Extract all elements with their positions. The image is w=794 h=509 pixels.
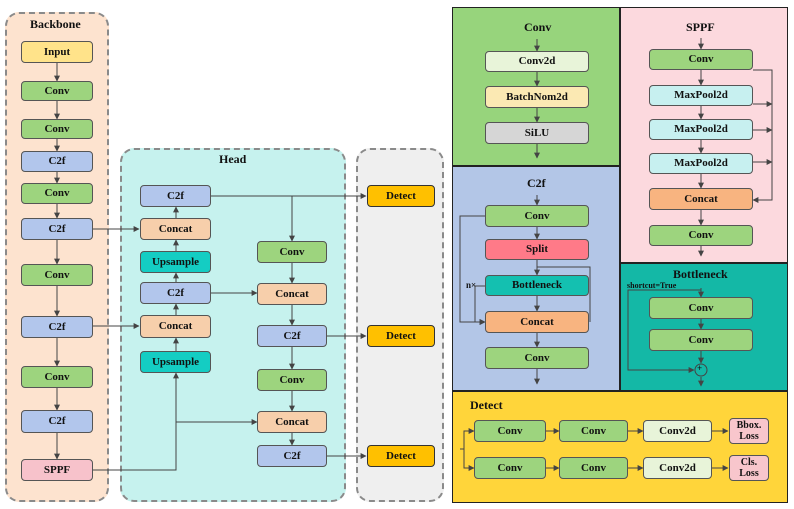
detect-module-cls-loss: Cls. Loss [729,455,769,481]
conv-module-batchnorm: BatchNom2d [485,86,589,108]
backbone-conv-2: Conv [21,119,93,139]
bottleneck-conv-2: Conv [649,329,753,351]
c2f-module-title: C2f [527,176,546,190]
bottleneck-conv-1: Conv [649,297,753,319]
head-c2f-mid: C2f [140,282,211,304]
c2f-module-conv-in: Conv [485,205,589,227]
head-concat-upper: Concat [140,218,211,240]
detect-module-row2-conv-1: Conv [474,457,546,479]
c2f-module-bottleneck: Bottleneck [485,275,589,296]
conv-module-silu: SiLU [485,122,589,144]
backbone-c2f-2: C2f [21,218,93,240]
backbone-title: Backbone [30,17,81,31]
conv-module-conv2d: Conv2d [485,51,589,72]
bottleneck-module-title: Bottleneck [673,267,728,281]
head-c2f-right-mid: C2f [257,325,327,347]
bottleneck-shortcut-label: shortcut=True [627,281,677,290]
detect-module-panel [452,391,788,503]
head-concat-right-lower: Concat [257,411,327,433]
sppf-module-maxpool-2: MaxPool2d [649,119,753,140]
backbone-conv-4: Conv [21,264,93,286]
detect-output-small: Detect [367,445,435,467]
c2f-module-concat: Concat [485,311,589,333]
head-c2f-right-bottom: C2f [257,445,327,467]
head-conv-upper: Conv [257,241,327,263]
detect-output-medium: Detect [367,325,435,347]
backbone-c2f-3: C2f [21,316,93,338]
head-conv-lower: Conv [257,369,327,391]
detect-module-row1-conv2d: Conv2d [643,420,712,442]
sppf-module-maxpool-1: MaxPool2d [649,85,753,106]
backbone-c2f-1: C2f [21,151,93,172]
head-upsample-upper: Upsample [140,251,211,273]
backbone-sppf: SPPF [21,459,93,481]
head-title: Head [219,152,247,166]
detect-output-large: Detect [367,185,435,207]
head-c2f-top: C2f [140,185,211,207]
backbone-input: Input [21,41,93,63]
bottleneck-add-node [694,363,708,377]
detect-module-bbox-loss: Bbox. Loss [729,418,769,444]
head-concat-lower: Concat [140,315,211,338]
detect-module-row2-conv-2: Conv [559,457,628,479]
sppf-module-maxpool-3: MaxPool2d [649,153,753,174]
backbone-conv-1: Conv [21,81,93,101]
sppf-module-conv-out: Conv [649,225,753,246]
c2f-repeat-label: n× [466,280,477,290]
c2f-module-conv-out: Conv [485,347,589,369]
backbone-c2f-4: C2f [21,410,93,433]
sppf-module-title: SPPF [686,20,715,34]
conv-module-title: Conv [524,20,552,34]
c2f-module-split: Split [485,239,589,260]
bottleneck-add-symbol: + [697,363,703,373]
detect-module-row2-conv2d: Conv2d [643,457,712,479]
sppf-module-conv-in: Conv [649,49,753,70]
detect-module-title: Detect [470,398,503,412]
backbone-conv-5: Conv [21,366,93,388]
head-upsample-lower: Upsample [140,351,211,373]
detect-module-row1-conv-1: Conv [474,420,546,442]
sppf-module-concat: Concat [649,188,753,210]
detect-module-row1-conv-2: Conv [559,420,628,442]
backbone-conv-3: Conv [21,183,93,204]
head-concat-right-upper: Concat [257,283,327,305]
